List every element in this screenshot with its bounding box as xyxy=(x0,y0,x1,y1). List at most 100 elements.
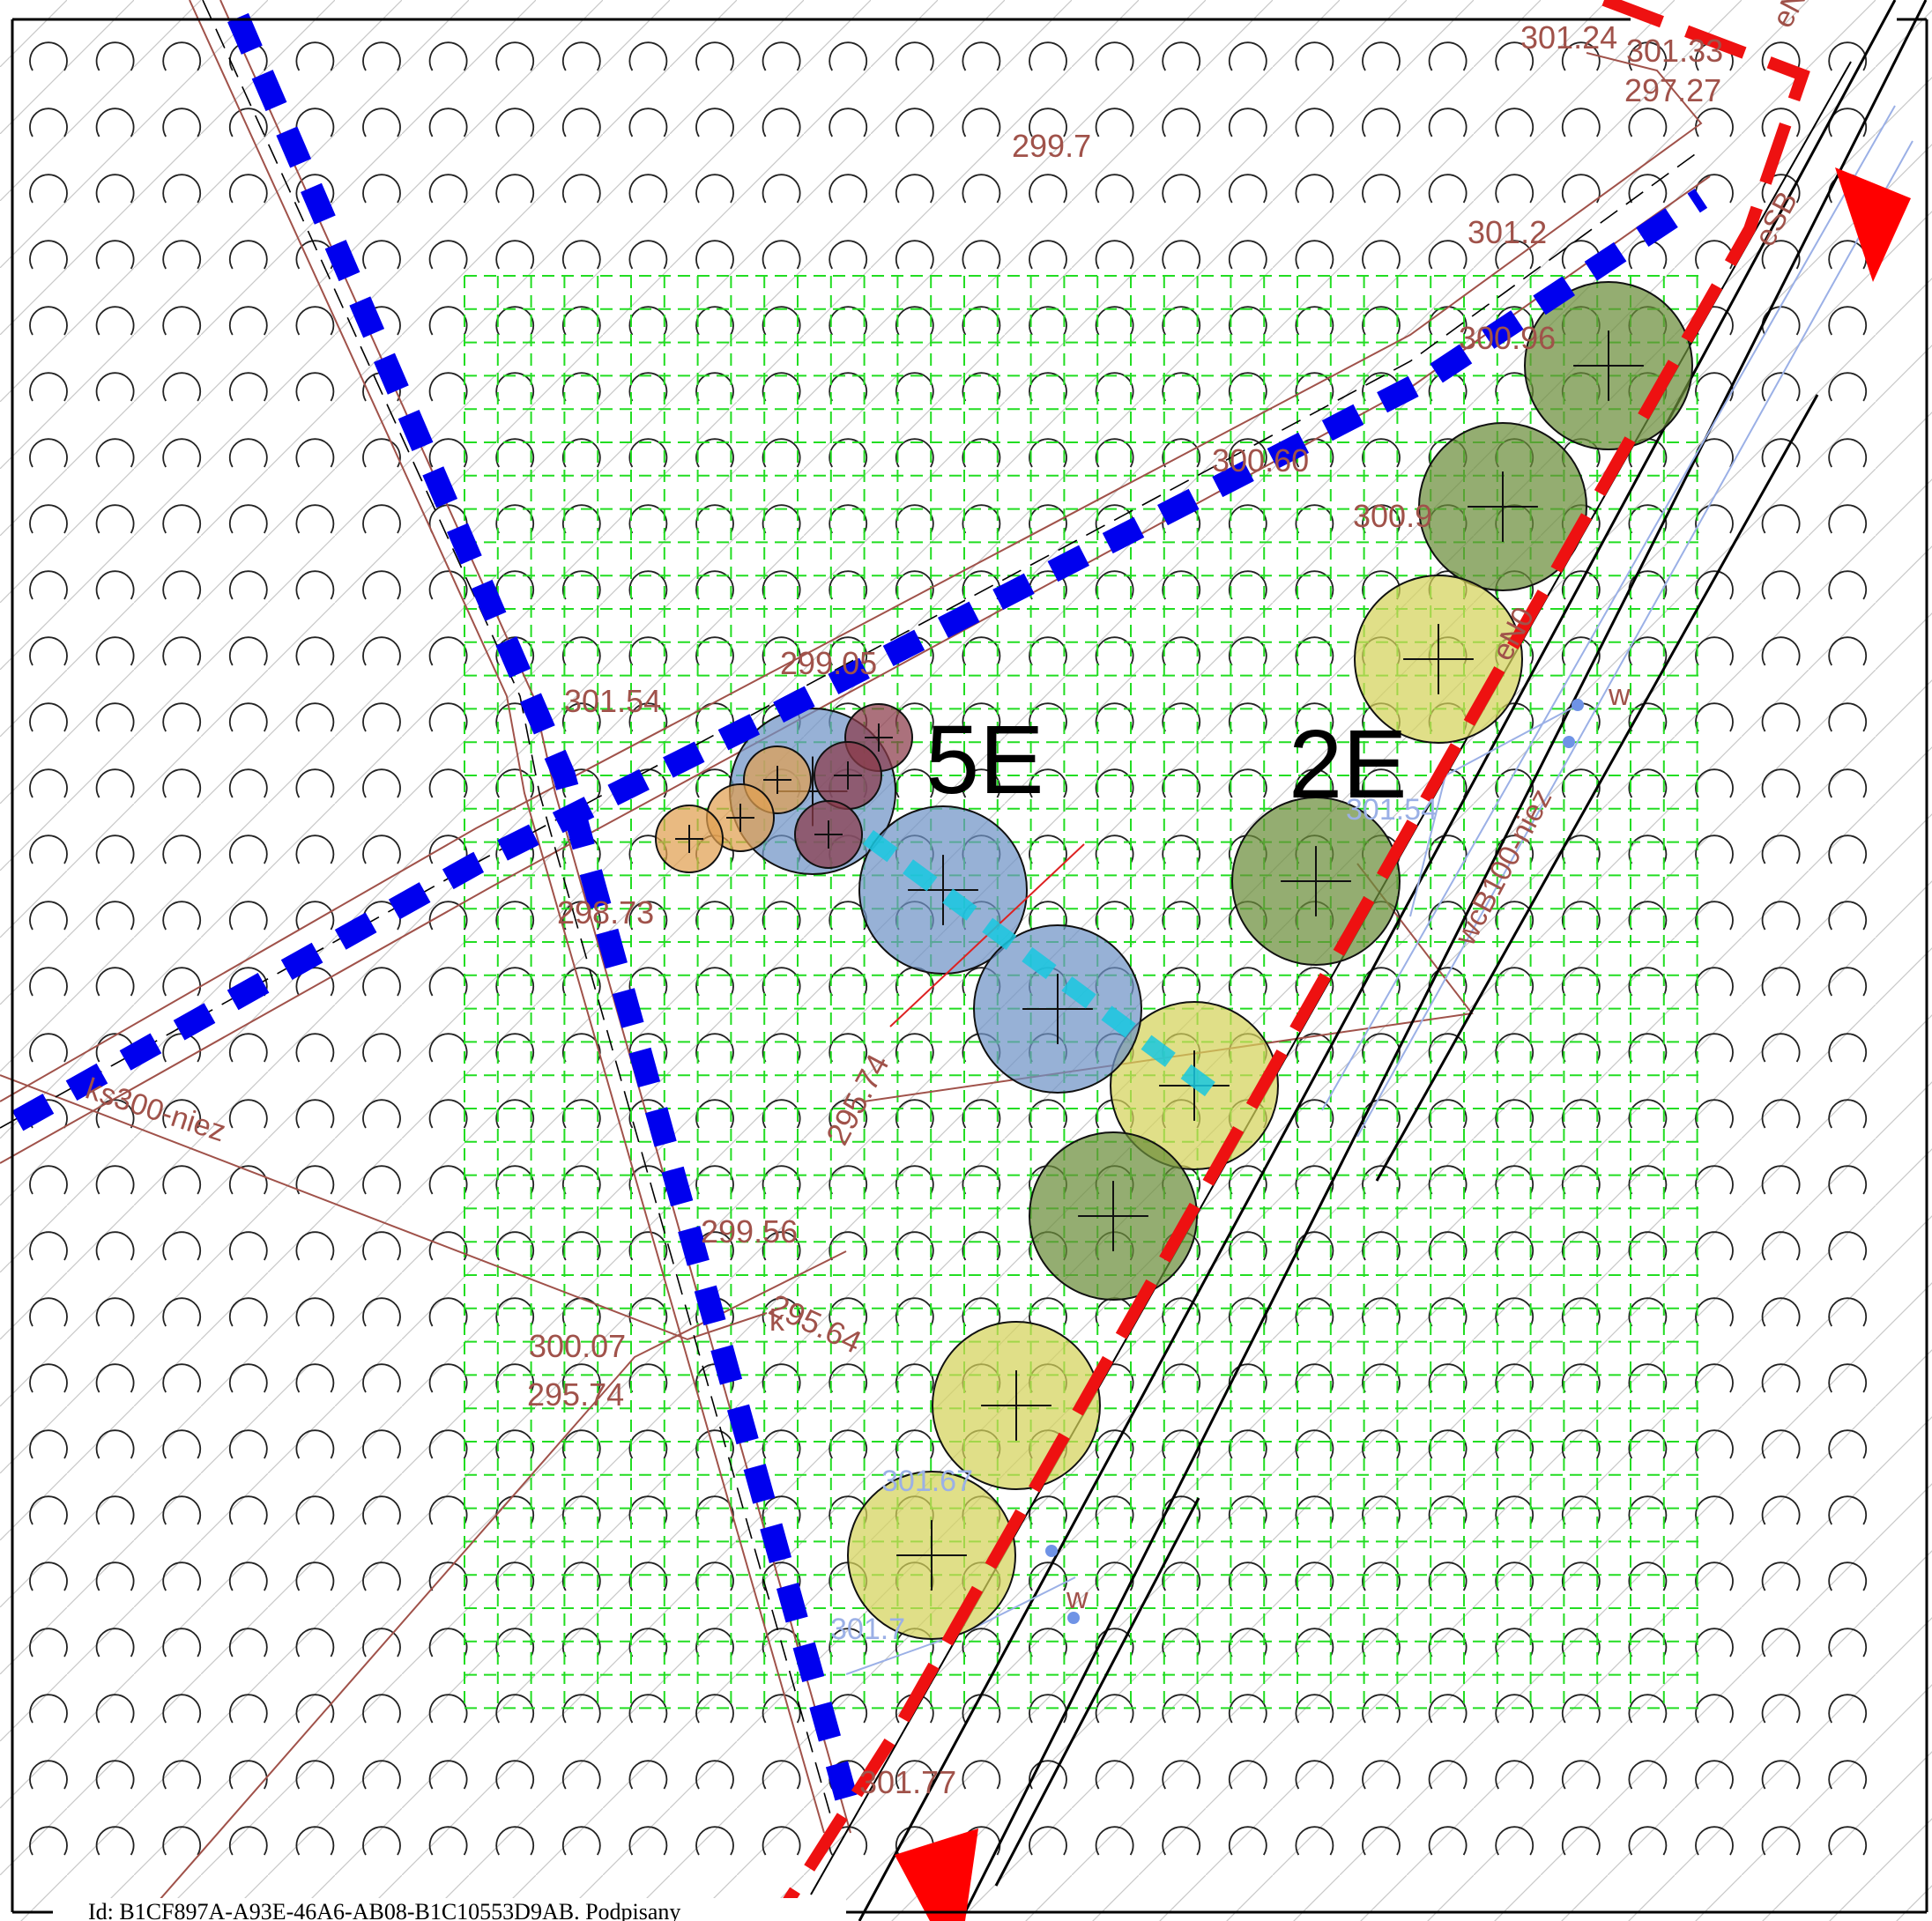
paving-circle xyxy=(1095,372,1134,402)
paving-circle xyxy=(162,1297,202,1327)
paving-circle xyxy=(895,1099,934,1129)
paving-circle xyxy=(762,1363,801,1393)
paving-circle xyxy=(561,1561,601,1591)
paving-circle xyxy=(295,768,335,798)
paving-circle xyxy=(1295,1495,1334,1525)
paving-circle xyxy=(1428,240,1468,270)
paving-circle xyxy=(1695,1099,1734,1129)
paving-circle xyxy=(1561,636,1601,666)
paving-circle xyxy=(362,108,401,137)
paving-circle xyxy=(762,1694,801,1724)
paving-circle xyxy=(1095,240,1134,270)
paving-circle xyxy=(1362,1297,1401,1327)
paving-circle xyxy=(1095,1760,1134,1790)
paving-circle xyxy=(695,1429,734,1459)
paving-circle xyxy=(628,1628,668,1658)
paving-circle xyxy=(162,306,202,336)
paving-circle xyxy=(1095,702,1134,732)
paving-circle xyxy=(1761,1429,1801,1459)
paving-circle xyxy=(95,1760,135,1790)
paving-circle xyxy=(762,108,801,137)
paving-circle xyxy=(1828,372,1868,402)
paving-circle xyxy=(95,636,135,666)
paving-circle xyxy=(495,306,535,336)
paving-circle xyxy=(228,768,268,798)
paving-circle xyxy=(1628,1694,1668,1724)
paving-circle xyxy=(162,1429,202,1459)
paving-circle xyxy=(29,174,68,204)
paving-circle xyxy=(1362,306,1401,336)
paving-circle xyxy=(561,41,601,71)
paving-circle xyxy=(295,504,335,534)
paving-circle xyxy=(228,372,268,402)
paving-circle xyxy=(362,1297,401,1327)
paving-circle xyxy=(561,1628,601,1658)
paving-circle xyxy=(162,1694,202,1724)
paving-circle xyxy=(228,1694,268,1724)
elevation-label: 295.74 xyxy=(527,1376,624,1413)
paving-circle xyxy=(1428,1495,1468,1525)
paving-circle xyxy=(628,1826,668,1856)
paving-circle xyxy=(428,1561,468,1591)
paving-circle xyxy=(1761,901,1801,931)
paving-circle xyxy=(695,570,734,600)
paving-circle xyxy=(628,108,668,137)
utility-nodes xyxy=(1045,699,1584,1624)
paving-circle xyxy=(1295,570,1334,600)
paving-circle xyxy=(1695,768,1734,798)
paving-circle xyxy=(428,1760,468,1790)
paving-circle xyxy=(829,570,868,600)
paving-circle xyxy=(495,1694,535,1724)
paving-circle xyxy=(362,1826,401,1856)
paving-circle xyxy=(295,702,335,732)
paving-circle xyxy=(628,306,668,336)
paving-circle xyxy=(228,306,268,336)
paving-circle xyxy=(228,438,268,468)
paving-circle xyxy=(561,1231,601,1261)
paving-circle xyxy=(829,438,868,468)
paving-circle xyxy=(1029,1628,1067,1658)
paving-circle xyxy=(362,1363,401,1393)
paving-circle xyxy=(1162,1297,1201,1327)
paving-circle xyxy=(1695,834,1734,864)
paving-circle xyxy=(495,967,535,997)
paving-circle xyxy=(495,240,535,270)
paving-circle xyxy=(561,240,601,270)
paving-circle xyxy=(1828,1429,1868,1459)
paving-circle xyxy=(495,174,535,204)
paving-circle xyxy=(1828,1561,1868,1591)
paving-circle xyxy=(295,834,335,864)
paving-circle xyxy=(1228,1429,1267,1459)
paving-circle xyxy=(962,768,1001,798)
paving-circle xyxy=(1162,1694,1201,1724)
paving-circle xyxy=(695,1033,734,1063)
paving-circle xyxy=(1495,174,1534,204)
paving-circle xyxy=(362,438,401,468)
paving-circle xyxy=(762,636,801,666)
paving-circle xyxy=(428,1694,468,1724)
paving-circle xyxy=(962,504,1001,534)
paving-circle xyxy=(228,1628,268,1658)
paving-circle xyxy=(561,702,601,732)
paving-circle xyxy=(1162,438,1201,468)
paving-circle xyxy=(962,174,1001,204)
paving-circle xyxy=(95,1628,135,1658)
paving-circle xyxy=(1295,1628,1334,1658)
paving-circle xyxy=(362,1628,401,1658)
paving-circle xyxy=(1095,1628,1134,1658)
paving-circle xyxy=(95,1495,135,1525)
paving-circle xyxy=(1628,768,1668,798)
paving-circle xyxy=(1029,174,1067,204)
paving-circle xyxy=(228,1561,268,1591)
paving-circle xyxy=(29,240,68,270)
paving-circle xyxy=(295,1297,335,1327)
paving-circle xyxy=(1628,1297,1668,1327)
paving-circle xyxy=(1295,1033,1334,1063)
paving-circle xyxy=(695,967,734,997)
paving-circle xyxy=(95,834,135,864)
paving-circle xyxy=(962,240,1001,270)
paving-circle xyxy=(1695,1033,1734,1063)
paving-circle xyxy=(428,1495,468,1525)
paving-circle xyxy=(228,1297,268,1327)
paving-circle xyxy=(628,1363,668,1393)
